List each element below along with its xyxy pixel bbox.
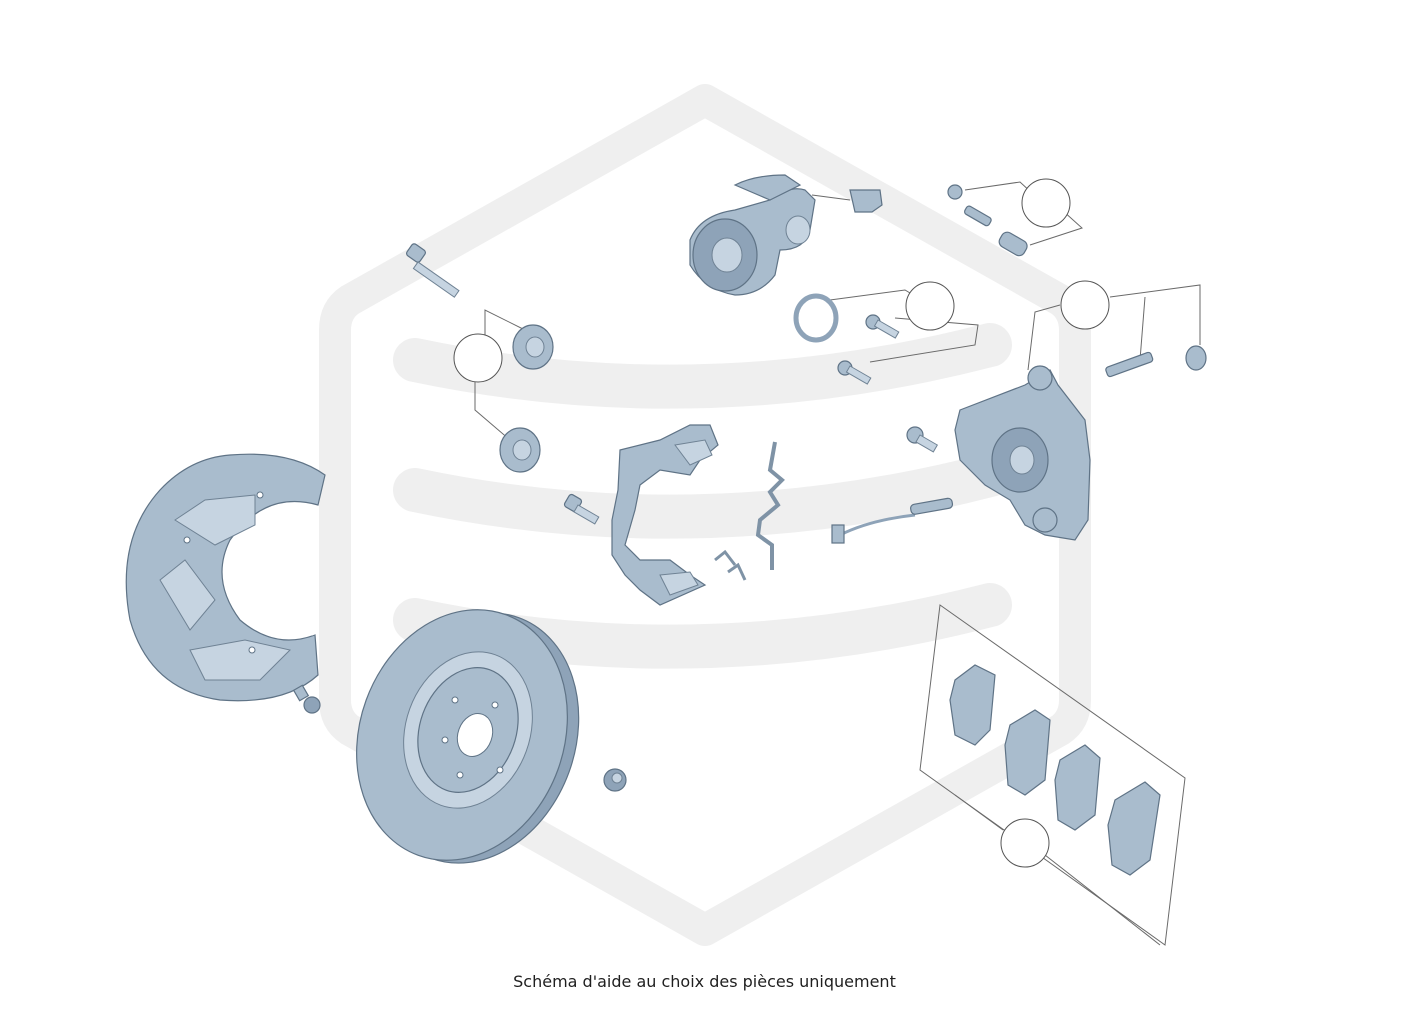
caliper-carrier[interactable] (611, 424, 719, 606)
wear-sensor[interactable] (831, 497, 954, 544)
shield-bolt[interactable] (292, 684, 321, 714)
brake-pad-1[interactable] (949, 664, 996, 746)
brake-disc[interactable] (322, 580, 612, 893)
guide-pin-callout (964, 178, 1083, 246)
anti-rattle-spring[interactable] (755, 441, 785, 570)
wheel-nut-lower[interactable] (499, 427, 541, 473)
disc-screw[interactable] (603, 768, 627, 792)
pads-frame (919, 604, 1186, 946)
brake-caliper[interactable] (954, 365, 1091, 541)
carrier-bolt-left[interactable] (563, 493, 600, 525)
motor-screw-lower[interactable] (837, 360, 872, 385)
seal-callout (829, 281, 979, 363)
o-ring[interactable] (793, 293, 839, 343)
brake-dust-shield[interactable] (125, 453, 326, 702)
bleeder-screw[interactable] (1105, 351, 1154, 378)
brake-pad-3[interactable] (1054, 744, 1101, 831)
guide-pin[interactable] (963, 205, 993, 227)
bleeder-callout (1027, 280, 1201, 371)
pad-clips[interactable] (714, 549, 747, 581)
long-bolt[interactable] (405, 243, 460, 298)
nut-callout (453, 309, 526, 441)
guide-pin-bushing[interactable] (997, 230, 1029, 258)
wheel-nut-upper[interactable] (512, 324, 554, 370)
brake-pad-2[interactable] (1004, 709, 1051, 796)
motor-connector[interactable] (811, 189, 883, 213)
bleeder-cap[interactable] (1185, 345, 1207, 371)
brake-pad-4[interactable] (1107, 781, 1161, 876)
guide-pin-cap[interactable] (947, 184, 963, 200)
caliper-bolt[interactable] (906, 426, 939, 453)
diagram-caption: Schéma d'aide au choix des pièces unique… (513, 972, 896, 991)
motor-screw-upper[interactable] (865, 314, 900, 339)
parking-brake-motor[interactable] (689, 174, 816, 296)
